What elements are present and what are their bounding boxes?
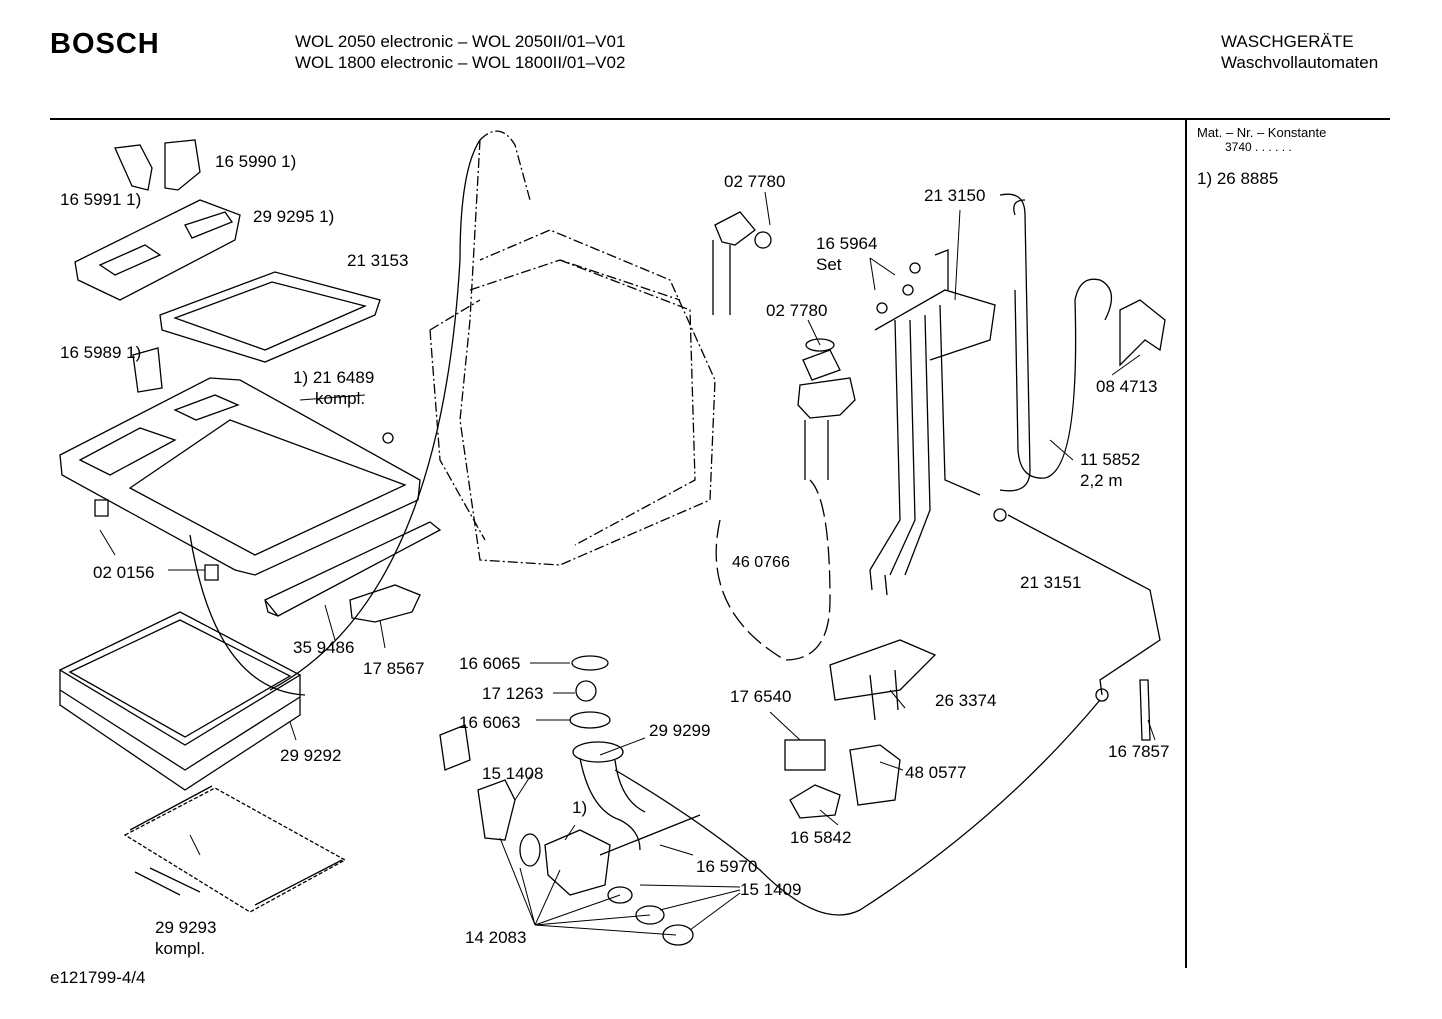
valves	[784, 639, 937, 819]
part-label: 29 9293	[155, 918, 217, 937]
leader-curve	[189, 534, 306, 696]
mat-value: 3740 . . . . . .	[1225, 140, 1292, 154]
leader-arc	[269, 139, 481, 691]
model-line-1: WOL 2050 electronic – WOL 2050II/01–V01	[295, 32, 626, 51]
part-label: 17 1263	[482, 684, 544, 703]
part-label: 02 0156	[93, 563, 155, 582]
part-label: 21 3150	[924, 186, 986, 205]
part-label: 17 8567	[363, 659, 425, 678]
part-label: 29 9295 1)	[253, 207, 335, 226]
footnote: 1) 26 8885	[1197, 169, 1279, 188]
part-label: 11 5852	[1080, 450, 1141, 469]
mat-label: Mat. – Nr. – Konstante	[1197, 125, 1327, 140]
rail-and-lock	[263, 521, 442, 623]
part-label: 21 3151	[1020, 573, 1082, 592]
part-label: 02 7780	[766, 301, 828, 320]
hoses-inlet	[712, 211, 856, 661]
part-label: 16 5991 1)	[60, 190, 142, 209]
tub-outline	[429, 130, 716, 566]
part-label: 16 5970	[696, 857, 758, 876]
pump-sump	[439, 655, 1101, 946]
part-label: 16 6065	[459, 654, 521, 673]
spring-frame	[123, 785, 347, 913]
part-label: 35 9486	[293, 638, 355, 657]
part-label: 29 9299	[649, 721, 711, 740]
material-info: Mat. – Nr. – Konstante 3740 . . . . . . …	[1197, 125, 1327, 188]
part-label: 16 7857	[1108, 742, 1170, 761]
brand-logo: BOSCH	[50, 28, 160, 60]
part-label-note: 2,2 m	[1080, 471, 1123, 490]
part-label: 15 1409	[740, 880, 802, 899]
part-label-note: kompl.	[315, 389, 366, 408]
part-label: 16 5989 1)	[60, 343, 142, 362]
part-label: 16 5964	[816, 234, 878, 253]
part-label: 46 0766	[732, 554, 790, 571]
part-label: 29 9292	[280, 746, 342, 765]
distributor	[869, 193, 1166, 741]
part-label-note: kompl.	[155, 939, 206, 958]
part-label: 16 5990 1)	[215, 152, 297, 171]
part-label: 26 3374	[935, 691, 997, 710]
top-panel	[59, 347, 421, 581]
category-title: WASCHGERÄTE	[1221, 32, 1354, 51]
part-label: 16 6063	[459, 713, 521, 732]
part-label-note: Set	[816, 255, 842, 274]
model-line-2: WOL 1800 electronic – WOL 1800II/01–V02	[295, 53, 626, 72]
part-label: 15 1408	[482, 764, 544, 783]
part-label: 14 2083	[465, 928, 527, 947]
leader-lines	[99, 191, 1156, 936]
part-label: 1) 21 6489	[293, 368, 375, 387]
part-label: 16 5842	[790, 828, 852, 847]
part-label: 21 3153	[347, 251, 409, 270]
part-label-note: 1)	[572, 798, 588, 817]
header-divider	[50, 118, 1390, 120]
part-label: 17 6540	[730, 687, 792, 706]
part-label: 08 4713	[1096, 377, 1158, 396]
sidebar-divider	[1185, 118, 1187, 968]
category-subtitle: Waschvollautomaten	[1221, 53, 1379, 72]
door-frame	[58, 611, 302, 791]
part-label: 02 7780	[724, 172, 786, 191]
part-label: 48 0577	[905, 763, 967, 782]
document-id: e121799-4/4	[50, 968, 146, 987]
dispenser-parts	[74, 139, 381, 363]
